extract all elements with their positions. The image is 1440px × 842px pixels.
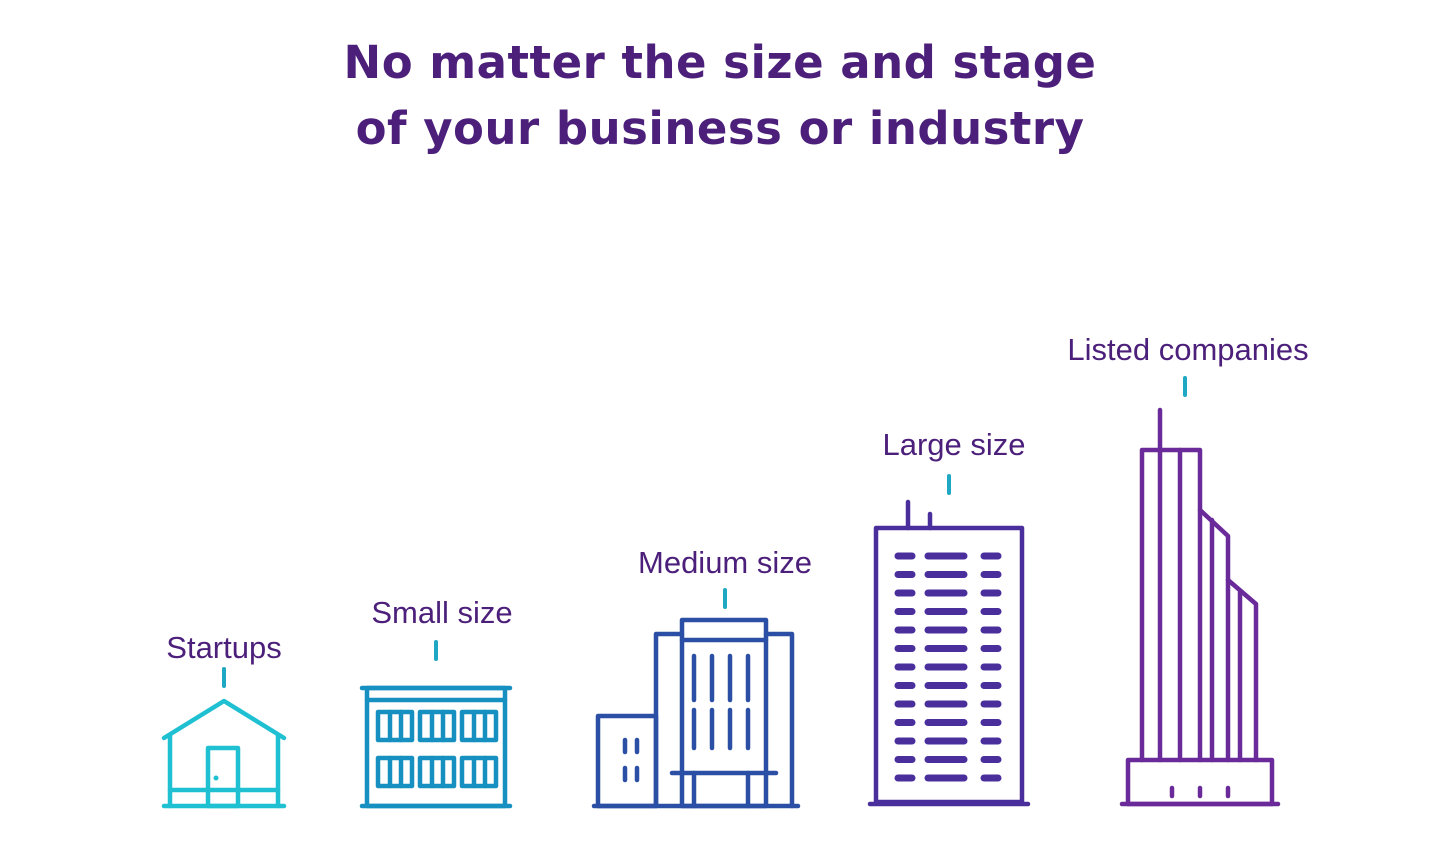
tower-building-icon	[867, 499, 1031, 807]
skyscraper-icon	[1119, 407, 1281, 807]
office-building-icon	[591, 617, 801, 809]
connector-tick-small-size	[434, 640, 438, 661]
connector-tick-listed-companies	[1183, 376, 1187, 397]
label-listed-companies: Listed companies	[1067, 332, 1309, 367]
connector-tick-startups	[222, 667, 226, 688]
headline-line-1: No matter the size and stage	[343, 36, 1097, 89]
label-medium-size: Medium size	[638, 545, 812, 580]
connector-tick-medium-size	[723, 588, 727, 609]
headline-line-2: of your business or industry	[355, 102, 1085, 155]
house-icon	[161, 698, 287, 809]
label-large-size: Large size	[882, 427, 1026, 462]
connector-tick-large-size	[947, 474, 951, 495]
small-building-icon	[359, 685, 513, 809]
page-title: No matter the size and stage of your bus…	[0, 30, 1440, 162]
label-small-size: Small size	[371, 595, 513, 630]
label-startups: Startups	[166, 630, 282, 665]
